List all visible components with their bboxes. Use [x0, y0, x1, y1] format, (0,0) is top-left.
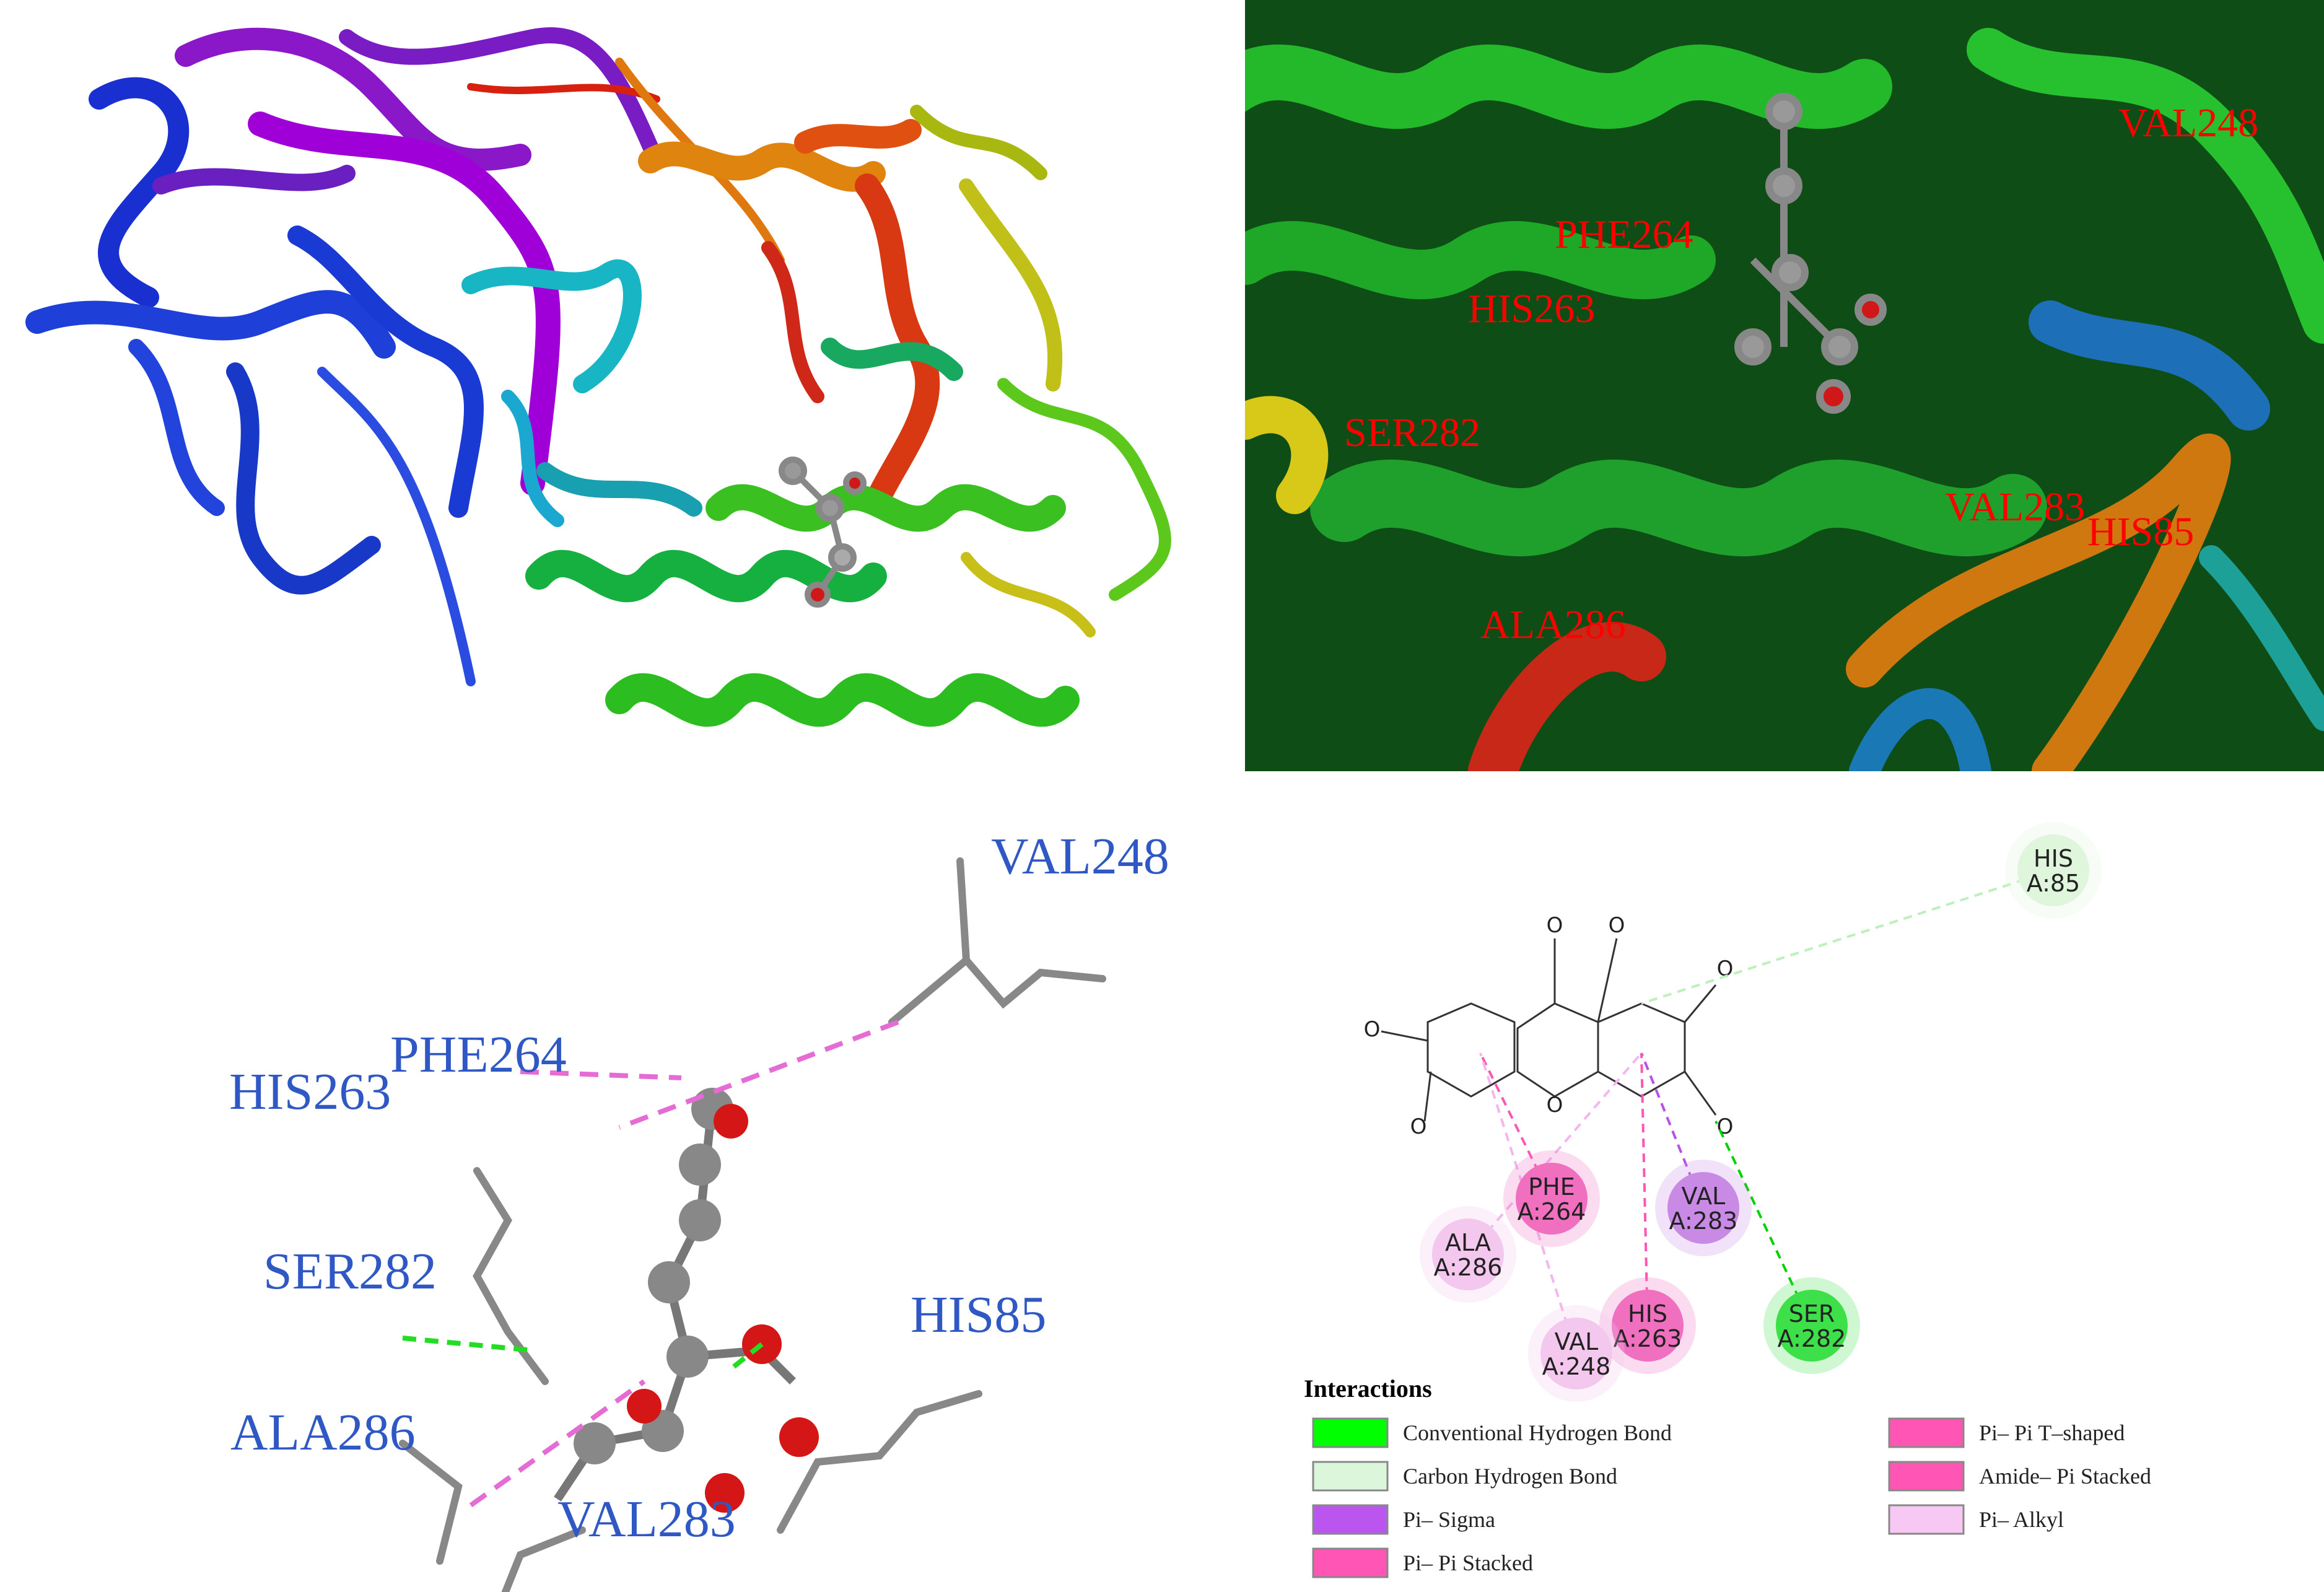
- res-label-ala286: ALA286: [1480, 602, 1626, 647]
- legend-item: Pi– Sigma: [1312, 1504, 1495, 1535]
- legend-item: Pi– Pi Stacked: [1312, 1547, 1533, 1578]
- legend-label: Pi– Pi T–shaped: [1979, 1420, 2125, 1445]
- residue-node-name: ALA: [1445, 1229, 1491, 1256]
- residue-node-name: VAL: [1555, 1328, 1599, 1355]
- legend-item: Amide– Pi Stacked: [1888, 1461, 2151, 1492]
- res-label-phe264: PHE264: [390, 1026, 567, 1083]
- interaction-edges: [1467, 869, 2054, 1354]
- legend-swatch: [1312, 1547, 1389, 1578]
- residue-node-disc: [1667, 1172, 1739, 1244]
- binding-site-closeup-panel: VAL248 PHE264 HIS263 SER282 VAL283 HIS85…: [1245, 0, 2324, 771]
- interaction-edge-phe264: [1479, 1052, 1553, 1199]
- molecule-skeleton: [1381, 938, 1717, 1122]
- residue-node-disc: [2017, 834, 2089, 906]
- legend-title: Interactions: [1304, 1375, 1432, 1402]
- legend-label: Pi– Alkyl: [1979, 1507, 2064, 1532]
- residue-node-chain: A:283: [1669, 1207, 1738, 1235]
- residue-node-name: HIS: [1628, 1300, 1667, 1327]
- legend-swatch: [1312, 1417, 1389, 1448]
- res-label-ser282: SER282: [263, 1243, 437, 1300]
- residue-node-disc: [1776, 1290, 1848, 1362]
- residue-nodes: HISA:85PHEA:264VALA:283ALAA:286HISA:263S…: [1420, 822, 2102, 1402]
- res-label-his85: HIS85: [2087, 509, 2194, 554]
- res-label-val283: VAL283: [557, 1490, 736, 1548]
- legend-label: Conventional Hydrogen Bond: [1403, 1420, 1672, 1445]
- legend-label: Carbon Hydrogen Bond: [1403, 1464, 1617, 1489]
- residue-node-disc: [1516, 1163, 1588, 1235]
- res-label-his263: HIS263: [229, 1063, 391, 1121]
- oxygen-atom-label: O: [1364, 1017, 1381, 1042]
- ligand-ball-stick: [779, 457, 867, 608]
- res-label-phe264: PHE264: [1555, 212, 1693, 257]
- res-label-ser282: SER282: [1344, 410, 1480, 455]
- legend-item: Pi– Pi T–shaped: [1888, 1417, 2125, 1448]
- protein-ribbon-image: [25, 27, 1171, 727]
- oxygen-atom-label: O: [1547, 913, 1563, 938]
- legend-swatch: [1312, 1504, 1389, 1535]
- legend-item: Pi– Alkyl: [1888, 1504, 2064, 1535]
- legend-swatch: [1888, 1417, 1965, 1448]
- legend-label: Pi– Sigma: [1403, 1507, 1495, 1532]
- res-label-his263: HIS263: [1468, 286, 1595, 331]
- res-label-val283: VAL283: [1945, 484, 2085, 530]
- protein-ribbon-panel: [0, 0, 1233, 771]
- res-label-ala286: ALA286: [230, 1404, 416, 1461]
- residue-node-disc: [1432, 1218, 1504, 1290]
- legend-label: Pi– Pi Stacked: [1403, 1550, 1533, 1575]
- oxygen-atom-label: O: [1609, 913, 1625, 938]
- residue-node-chain: A:248: [1542, 1353, 1611, 1380]
- residue-node-disc: [1540, 1318, 1612, 1389]
- residue-node-chain: A:286: [1434, 1254, 1503, 1281]
- residue-node-chain: A:263: [1614, 1325, 1682, 1352]
- legend-swatch: [1312, 1461, 1389, 1492]
- res-label-val248: VAL248: [2118, 100, 2258, 146]
- oxygen-atom-label: O: [1410, 1114, 1427, 1139]
- ligand-interaction-3d-image: VAL248 PHE264 HIS263 SER282 HIS85 ALA286…: [229, 828, 1169, 1592]
- residue-node-chain: A:264: [1518, 1198, 1586, 1225]
- residue-node-name: SER: [1789, 1300, 1835, 1327]
- res-label-val248: VAL248: [991, 828, 1169, 885]
- legend-item: Carbon Hydrogen Bond: [1312, 1461, 1617, 1492]
- residue-node-chain: A:85: [2027, 870, 2080, 897]
- legend-label: Amide– Pi Stacked: [1979, 1464, 2151, 1489]
- ligand-interaction-3d-panel: VAL248 PHE264 HIS263 SER282 HIS85 ALA286…: [0, 787, 1233, 1592]
- res-label-his85: HIS85: [911, 1286, 1046, 1344]
- interaction-edge-val248: [1479, 1052, 1578, 1354]
- binding-site-closeup-image: VAL248 PHE264 HIS263 SER282 VAL283 HIS85…: [1245, 0, 2324, 771]
- residue-node-name: HIS: [2034, 845, 2073, 872]
- residue-node-name: PHE: [1528, 1173, 1575, 1201]
- interaction-edge-his263: [1640, 1052, 1649, 1326]
- interaction-edge-ser282: [1715, 1121, 1813, 1326]
- residue-node-disc: [1612, 1290, 1684, 1362]
- interaction-edge-val283: [1640, 1052, 1705, 1209]
- oxygen-atom-label: O: [1547, 1093, 1563, 1117]
- legend-item: Conventional Hydrogen Bond: [1312, 1417, 1672, 1448]
- legend-swatch: [1888, 1504, 1965, 1535]
- legend-swatch: [1888, 1461, 1965, 1492]
- residue-node-name: VAL: [1682, 1183, 1726, 1210]
- oxygen-atom-label: O: [1717, 1114, 1734, 1139]
- interaction-edge-his85: [1641, 869, 2054, 1005]
- residue-node-chain: A:282: [1778, 1325, 1846, 1352]
